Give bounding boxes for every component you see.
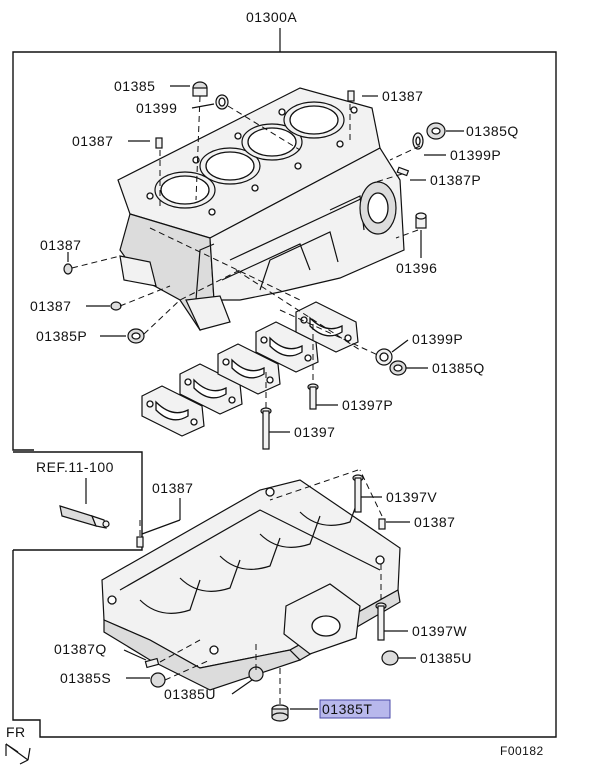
diagram-border [12, 51, 557, 738]
bearing-caps [141, 301, 359, 437]
callout-01385t[interactable]: 01385T [322, 701, 372, 717]
assembly-label: 01300A [246, 9, 297, 25]
plug-01385s-icon [150, 672, 166, 688]
washer-01399p-top-icon [412, 132, 424, 150]
figure-code: F00182 [500, 744, 544, 758]
pin-01387-lower-left-icon [136, 536, 144, 548]
callout-01385u-bottom: 01385U [164, 686, 216, 702]
assembly-guide-lines [71, 95, 421, 704]
front-arrow-icon [5, 743, 31, 765]
pin-01387-lower-right-icon [378, 518, 386, 530]
upper-cylinder-block [117, 87, 405, 332]
callout-01397w: 01397W [412, 623, 467, 639]
pin-01387p-icon [396, 166, 410, 177]
callout-01387p: 01387P [430, 172, 481, 188]
washer-01399-icon [215, 94, 229, 110]
callout-labels: 01385 01399 01387 01387 01385Q 01399P 01… [30, 78, 519, 719]
pin-01387-left-icon [155, 137, 163, 149]
callout-01399p-mid: 01399P [412, 331, 463, 347]
callout-01397: 01397 [294, 424, 335, 440]
callout-01385s: 01385S [60, 670, 111, 686]
sealant-tube-icon [59, 505, 110, 529]
callout-01385q-top: 01385Q [466, 123, 519, 139]
plug-01385t-icon [271, 704, 289, 722]
pin-01387-left2-icon [110, 301, 122, 311]
callout-01387-top-left: 01387 [72, 133, 113, 149]
callout-01385t-highlight [319, 699, 391, 719]
sleeve-01396-icon [415, 212, 427, 229]
callout-01396: 01396 [396, 260, 437, 276]
plug-01385q-top-icon [426, 122, 446, 140]
pin-01387q-icon [144, 657, 160, 669]
callout-01387-top-center: 01387 [382, 88, 423, 104]
ref-box [13, 451, 143, 551]
callout-01397v: 01397V [386, 489, 437, 505]
callout-01387-lower-left: 01387 [152, 480, 193, 496]
bolt-01397p-icon [307, 383, 319, 410]
callout-01387-left1: 01387 [40, 237, 81, 253]
fr-label: FR [6, 724, 26, 740]
callout-01397p: 01397P [342, 397, 393, 413]
plug-01385-icon [192, 81, 208, 97]
pin-01387-left1-icon [63, 263, 73, 275]
callout-01399p-top: 01399P [450, 147, 501, 163]
callout-01385p: 01385P [36, 328, 87, 344]
callout-01399-top: 01399 [136, 100, 177, 116]
pin-01387-top-icon [347, 90, 355, 102]
callout-01387-left2: 01387 [30, 298, 71, 314]
bolt-01397w-icon [375, 602, 387, 641]
callout-01385q-mid: 01385Q [432, 360, 485, 376]
bolt-01397v-icon [352, 474, 364, 513]
callout-01387-lower-right: 01387 [414, 514, 455, 530]
callout-01385-top: 01385 [114, 78, 155, 94]
bolt-01397-icon [260, 407, 272, 450]
callout-01385u-right: 01385U [420, 650, 472, 666]
ref-label: REF.11-100 [36, 459, 114, 475]
washer-01399p-mid-icon [375, 348, 393, 366]
plug-01385q-mid-icon [389, 360, 407, 376]
plug-01385u-right-icon [381, 650, 399, 666]
leader-lines [67, 85, 464, 710]
plug-01385p-icon [127, 328, 145, 344]
callout-01387q: 01387Q [54, 641, 107, 657]
